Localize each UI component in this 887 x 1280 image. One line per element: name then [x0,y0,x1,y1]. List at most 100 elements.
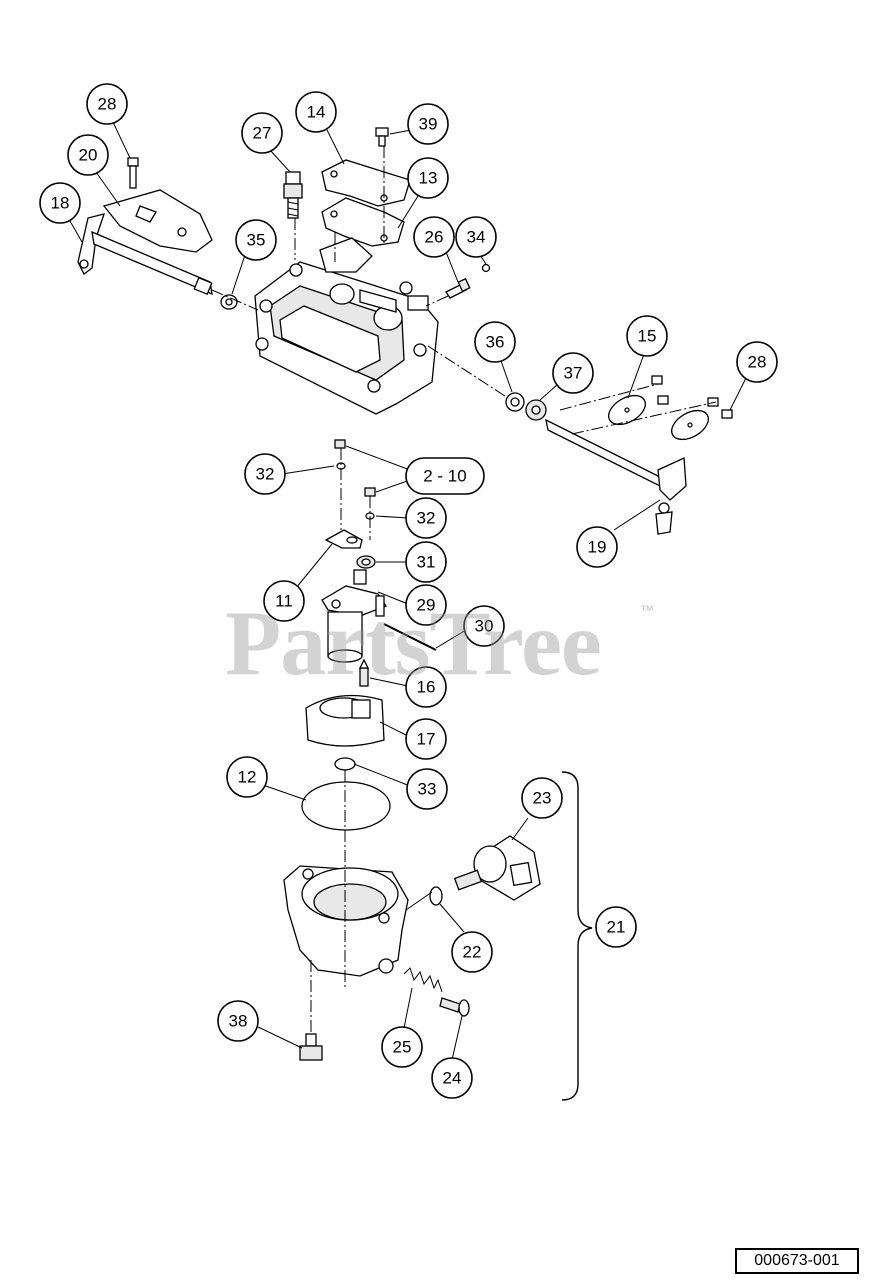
part-28-screw-left [127,157,139,189]
callout-11-label: 11 [275,592,293,611]
callout-25-label: 25 [393,1038,412,1057]
callout-38-label: 38 [229,1012,248,1031]
part-26-screw [445,277,471,299]
callout-16[interactable]: 16 [405,666,447,708]
part-37-washer [525,399,547,421]
callout-22[interactable]: 22 [451,931,493,973]
callout-30[interactable]: 30 [463,605,505,647]
part-35-washer [220,294,238,310]
callout-16-label: 16 [417,678,436,697]
callout-17[interactable]: 17 [405,718,447,760]
part-15-choke-plate [608,394,709,441]
callout-11[interactable]: 11 [263,580,305,622]
callout-27[interactable]: 27 [241,112,283,154]
part-14-gasket [321,159,411,207]
assembly-centerlines [211,146,717,1034]
callout-2-10-label: 2 - 10 [423,467,466,486]
callout-32-right-label: 32 [417,509,436,528]
part-38-bowl-screw [299,1033,323,1061]
part-float-bowl [283,865,409,977]
part-22-o-ring [429,886,443,906]
callout-17-label: 17 [417,730,436,749]
callout-34[interactable]: 34 [455,216,497,258]
part-20-lever-plate [102,189,213,253]
callout-12[interactable]: 12 [226,756,268,798]
callout-36-label: 36 [486,333,505,352]
callout-32-left[interactable]: 32 [244,453,286,495]
callout-39[interactable]: 39 [407,103,449,145]
callout-23-label: 23 [533,789,552,808]
callout-2-10[interactable]: 2 - 10 [405,457,485,495]
part-12-bowl-gasket [301,781,391,831]
callout-14[interactable]: 14 [295,91,337,133]
callout-18[interactable]: 18 [39,182,81,224]
callout-14-label: 14 [307,103,326,122]
callout-20[interactable]: 20 [67,134,109,176]
callout-32-left-label: 32 [256,465,275,484]
callout-37[interactable]: 37 [552,352,594,394]
part-33-gasket [334,757,356,771]
callout-26-label: 26 [425,228,444,247]
part-24-idle-screw [439,997,470,1017]
callout-18-label: 18 [51,194,70,213]
callout-32-right[interactable]: 32 [405,497,447,539]
callout-28-top[interactable]: 28 [86,83,128,125]
callout-13-label: 13 [419,169,438,188]
callout-31-label: 31 [417,553,436,572]
part-36-seal [505,392,525,412]
callout-33-label: 33 [418,780,437,799]
callout-27-label: 27 [253,124,272,143]
callout-labels: 28 20 18 27 14 39 13 35 26 34 36 37 15 2… [39,83,778,1099]
part-25-spring [403,967,443,993]
part-17-float [305,694,385,747]
part-18-throttle-lever [77,213,213,296]
callout-29[interactable]: 29 [405,584,447,626]
callout-31[interactable]: 31 [405,541,447,583]
part-31-o-ring [356,555,376,569]
callout-26[interactable]: 26 [413,216,455,258]
callout-15-label: 15 [638,327,657,346]
callout-19[interactable]: 19 [576,526,618,568]
part-29-float-assembly [321,569,387,663]
callout-25[interactable]: 25 [381,1026,423,1068]
part-19-choke-shaft [545,418,687,535]
callout-28-right[interactable]: 28 [736,341,778,383]
part-34-ball [481,263,491,273]
part-32-o-rings [336,462,375,520]
part-23-fuel-solenoid [453,835,541,901]
diagram-reference-code: 000673-001 [735,1248,859,1274]
callout-28-top-label: 28 [98,95,117,114]
part-27-fitting [283,171,303,219]
callout-24[interactable]: 24 [431,1057,473,1099]
callout-29-label: 29 [417,596,436,615]
callout-33[interactable]: 33 [406,768,448,810]
part-carburetor-body [254,237,439,415]
callout-22-label: 22 [463,943,482,962]
callout-21[interactable]: 21 [595,906,637,948]
callout-28-right-label: 28 [748,353,767,372]
callout-34-label: 34 [467,228,486,247]
callout-15[interactable]: 15 [626,315,668,357]
callout-30-label: 30 [475,617,494,636]
callout-39-label: 39 [419,115,438,134]
part-28-screws-right [651,375,733,419]
callout-24-label: 24 [443,1069,462,1088]
part-13-gasket [321,197,405,247]
trademark-symbol: ™ [640,602,654,618]
callout-36[interactable]: 36 [474,321,516,363]
part-11-bracket [324,529,363,549]
part-39-screw [375,127,389,147]
part-30-pin [383,623,437,651]
callout-35-label: 35 [247,231,266,250]
callout-leaders [65,119,747,1061]
callout-21-label: 21 [607,918,626,937]
callout-23[interactable]: 23 [521,777,563,819]
callout-19-label: 19 [588,538,607,557]
callout-13[interactable]: 13 [407,157,449,199]
callout-20-label: 20 [79,146,98,165]
assembly-21-bracket [561,771,593,1101]
callout-35[interactable]: 35 [235,219,277,261]
callout-38[interactable]: 38 [217,1000,259,1042]
callout-12-label: 12 [238,768,257,787]
